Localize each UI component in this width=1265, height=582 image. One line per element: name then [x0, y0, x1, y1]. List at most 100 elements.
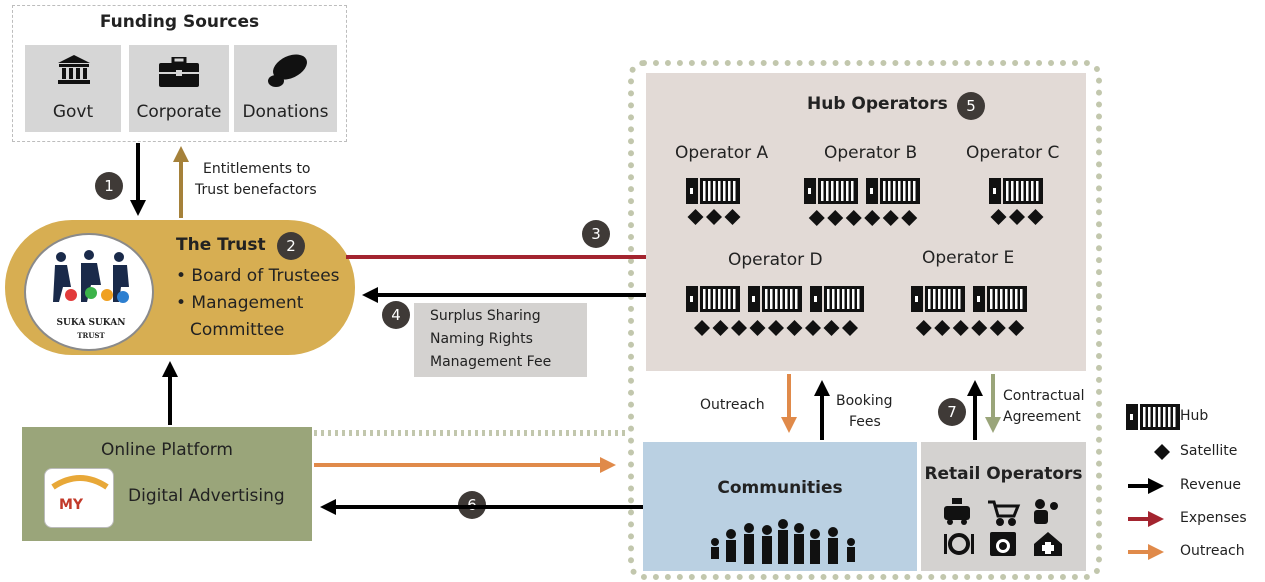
satellite-icon	[989, 320, 1006, 336]
step-badge-5: 5	[957, 92, 985, 120]
satellite-icon	[827, 210, 844, 226]
entitlements-label-line2: Trust benefactors	[195, 182, 317, 198]
satellite-icon	[1009, 209, 1025, 225]
operator-b-name: Operator B	[824, 143, 918, 163]
satellite-icon	[845, 210, 862, 226]
trust-bullet: • Management	[176, 293, 304, 313]
operator-a-name: Operator A	[675, 143, 769, 163]
trust-bullet: • Board of Trustees	[176, 266, 340, 286]
funding-source-label: Govt	[52, 102, 94, 122]
funding-source-corporate: Corporate	[129, 45, 229, 132]
shopping-cart-icon	[988, 500, 1021, 526]
clinic-icon	[1034, 532, 1062, 556]
satellite-icon	[990, 209, 1007, 225]
operator-d-name: Operator D	[728, 250, 823, 270]
satellite-icon	[749, 320, 766, 336]
satellite-icon	[706, 209, 722, 225]
trust-bullet: Committee	[190, 320, 285, 340]
car-service-icon	[944, 498, 970, 525]
communities-title: Communities	[717, 478, 843, 498]
satellite-icon	[768, 320, 784, 336]
satellite-icon	[694, 320, 710, 336]
legend-label-hub: Hub	[1180, 408, 1209, 424]
legend-label-revenue: Revenue	[1180, 477, 1241, 493]
hub-icon	[686, 286, 740, 312]
surplus-label-box	[414, 303, 587, 377]
operator-c-name: Operator C	[966, 143, 1060, 163]
satellite-icon	[786, 320, 803, 336]
online-platform-logo: MY	[44, 468, 114, 528]
dining-icon	[944, 533, 974, 555]
satellite-icon	[952, 320, 969, 336]
step-badge-4: 4	[382, 301, 410, 329]
funding-sources-title: Funding Sources	[99, 12, 260, 32]
operator-e-name: Operator E	[922, 248, 1015, 268]
satellite-icon	[823, 320, 840, 336]
retail-operators-title: Retail Operators	[924, 464, 1083, 484]
step-badge-2: 2	[277, 232, 305, 260]
satellite-icon	[1154, 444, 1170, 460]
legend-label-satellite: Satellite	[1180, 443, 1238, 459]
hub-icon	[911, 286, 965, 312]
satellite-icon	[901, 210, 918, 226]
funding-source-label: Corporate	[136, 102, 222, 122]
satellite-icon	[731, 320, 747, 336]
hub-icon	[804, 178, 858, 204]
funding-source-govt: Govt	[25, 45, 121, 132]
legend-label-expenses: Expenses	[1180, 510, 1247, 526]
satellite-icon	[1027, 209, 1044, 225]
satellite-icon	[805, 320, 821, 336]
online-platform-title: Online Platform	[101, 440, 233, 460]
satellite-icon	[724, 209, 741, 225]
satellite-icon	[687, 209, 704, 225]
funding-sources-panel	[12, 5, 347, 142]
booking-fees-label-line1: Booking	[836, 393, 893, 409]
satellite-icon	[864, 210, 881, 226]
retail-services-icons	[944, 498, 1062, 556]
satellite-icon	[842, 320, 858, 336]
satellite-icon	[971, 320, 988, 336]
hub-operators-title: Hub Operators	[807, 94, 948, 114]
hub-icon	[748, 286, 802, 312]
satellite-icon	[934, 320, 951, 336]
surplus-label-line: Management Fee	[430, 354, 552, 370]
laundry-icon	[990, 532, 1016, 556]
funding-source-label: Donations	[242, 102, 329, 122]
trust-title: The Trust	[176, 235, 266, 255]
trust-logo: SUKA SUKAN TRUST	[24, 233, 154, 351]
satellite-icon	[1008, 320, 1025, 336]
booking-fees-label-line2: Fees	[849, 414, 881, 430]
funding-source-donations: Donations	[234, 45, 337, 132]
online-platform-label: Digital Advertising	[128, 486, 285, 506]
satellite-icon	[808, 210, 825, 226]
hand-icon	[268, 54, 307, 87]
hub-icon	[866, 178, 920, 204]
step-badge-1: 1	[95, 172, 123, 200]
briefcase-icon	[159, 57, 199, 87]
athletes-silhouette-icon	[53, 250, 129, 303]
hub-icon	[1126, 404, 1180, 430]
entitlements-label-line1: Entitlements to	[203, 161, 311, 177]
government-building-icon	[58, 55, 90, 84]
step-badge-3: 3	[582, 220, 610, 248]
hub-icon	[973, 286, 1027, 312]
contractual-label-line2: Agreement	[1003, 409, 1081, 425]
step-badge-7: 7	[938, 398, 966, 426]
satellite-icon	[712, 320, 729, 336]
hub-network-boundary	[628, 60, 1102, 580]
surplus-label-line: Naming Rights	[430, 331, 533, 347]
svg-text:MY: MY	[59, 497, 84, 513]
barber-icon	[1034, 499, 1058, 524]
trust-logo-name: SUKA SUKAN	[56, 318, 126, 328]
community-people-icon	[711, 519, 855, 564]
surplus-label-line: Surplus Sharing	[430, 308, 541, 324]
hub-icon	[686, 178, 740, 204]
satellite-icon	[915, 320, 932, 336]
legend-label-outreach: Outreach	[1180, 543, 1245, 559]
my-sport-logo-icon: MY	[51, 475, 109, 513]
contractual-label-line1: Contractual	[1003, 388, 1085, 404]
hub-icon	[989, 178, 1043, 204]
hub-icon	[810, 286, 864, 312]
outreach-label: Outreach	[700, 397, 765, 413]
